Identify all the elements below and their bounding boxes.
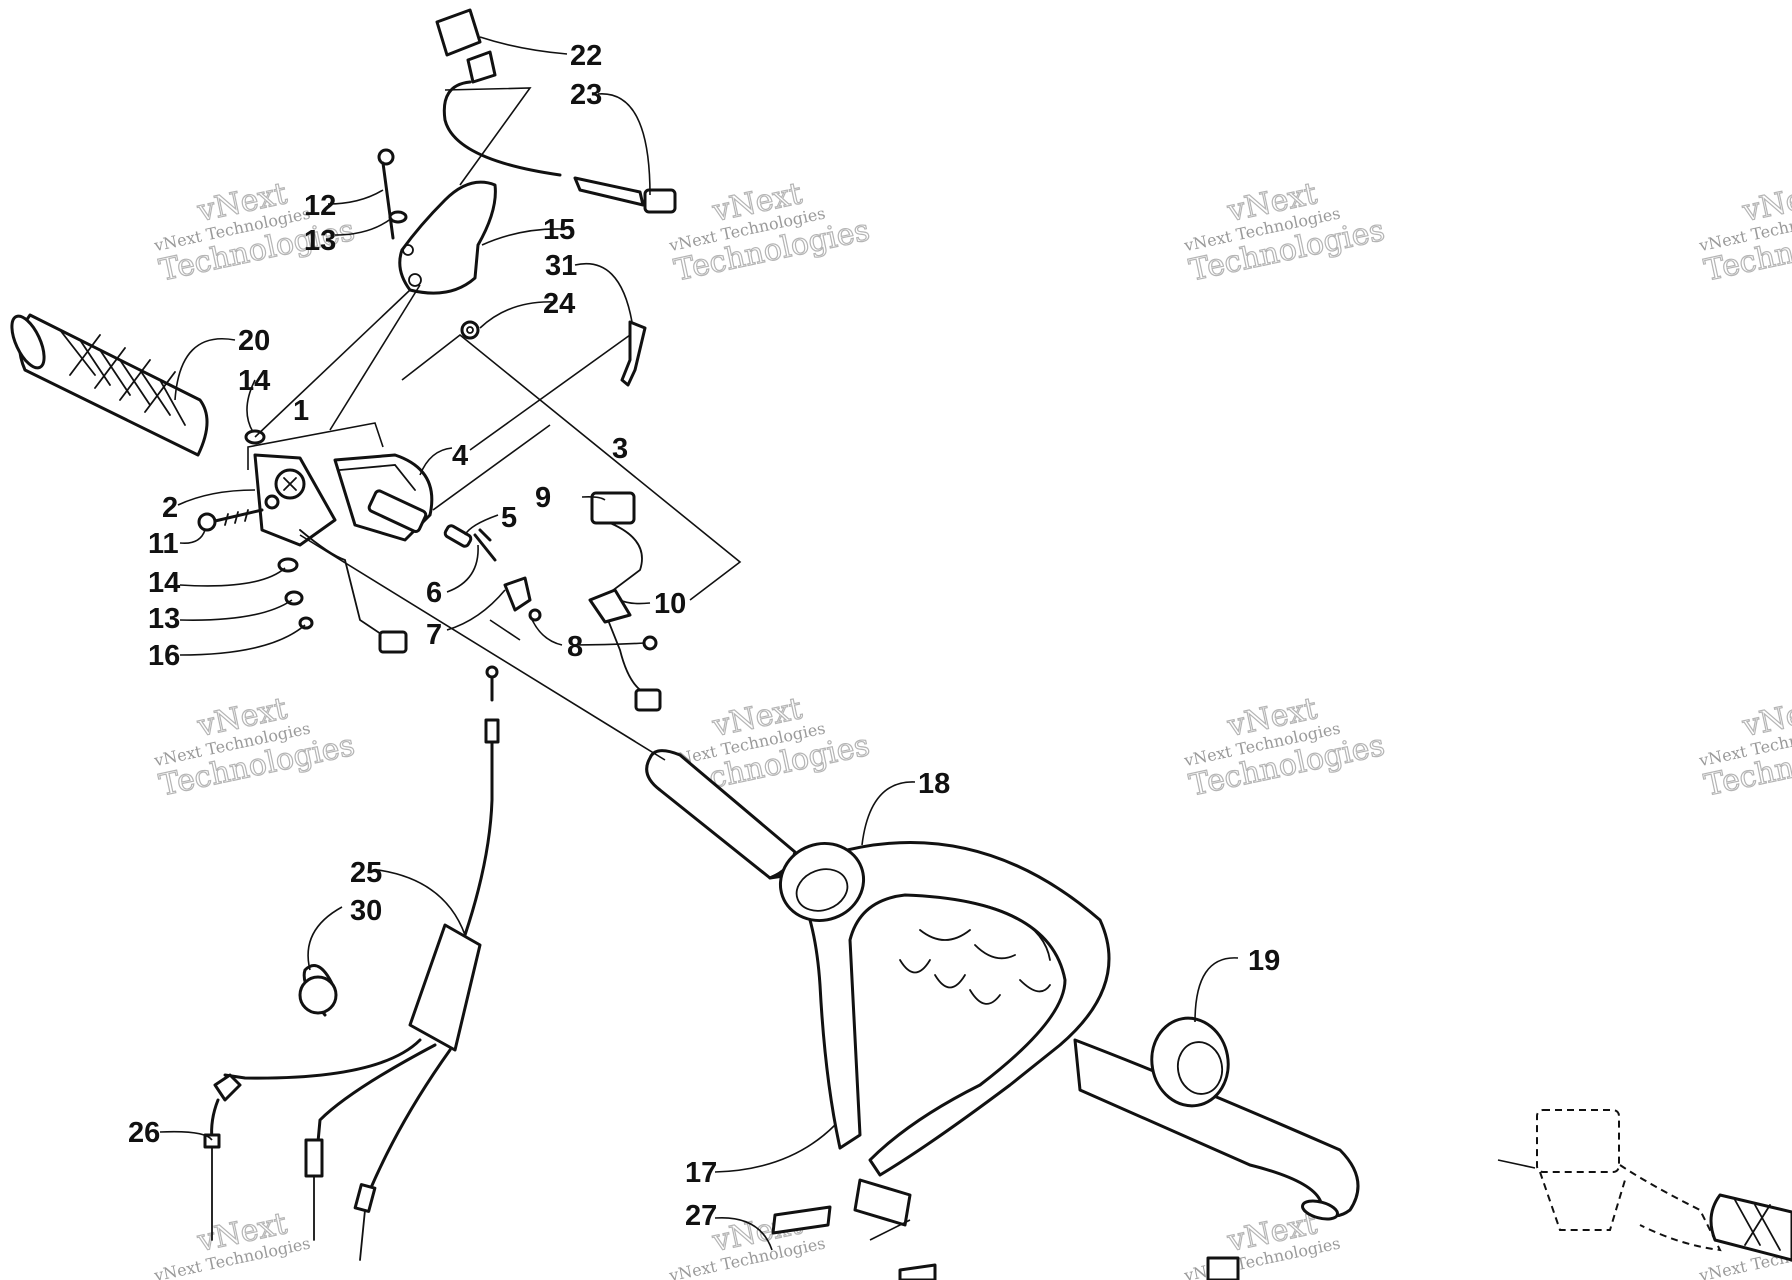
switch-assembly (588, 491, 662, 712)
right-grip (1709, 1193, 1792, 1262)
label-31: 31 (545, 250, 577, 282)
label-24: 24 (543, 288, 575, 320)
label-3: 3 (612, 433, 628, 465)
watermark-3: vNext vNext Technologies Technologies (1182, 176, 1389, 289)
label-5: 5 (501, 502, 517, 534)
cable-clamp (298, 964, 338, 1017)
label-13-lower: 13 (148, 603, 180, 635)
watermark-2: vNext vNext Technologies Technologies (667, 176, 874, 289)
washers-lower (277, 557, 314, 630)
label-1: 1 (293, 395, 309, 427)
part-labels: 1 2 3 4 5 6 7 8 9 10 11 12 13 13 14 14 1… (128, 40, 1280, 1232)
label-30: 30 (350, 895, 382, 927)
label-27: 27 (685, 1200, 717, 1232)
label-9: 9 (535, 482, 551, 514)
mounting-bolt (197, 508, 264, 532)
label-13-upper: 13 (304, 225, 336, 257)
throttle-lever (398, 180, 497, 295)
brake-master-cylinder (1536, 1109, 1722, 1252)
partial-part (1206, 1256, 1240, 1280)
heater-pad (435, 8, 677, 214)
label-17: 17 (685, 1157, 717, 1189)
bushing-right (1150, 1016, 1230, 1108)
throttle-cable (203, 665, 500, 1261)
label-2: 2 (162, 492, 178, 524)
hand-grip (10, 313, 209, 457)
handlebar (645, 749, 1360, 1227)
label-14-upper: 14 (238, 365, 270, 397)
label-25: 25 (350, 857, 382, 889)
lever-nut (460, 320, 480, 340)
label-4: 4 (452, 440, 468, 472)
label-11: 11 (148, 528, 179, 560)
label-19: 19 (1248, 945, 1280, 977)
label-18: 18 (918, 768, 950, 800)
watermark-5: vNext vNext Technologies Technologies (152, 691, 359, 804)
label-20: 20 (238, 325, 270, 357)
watermark-4: vNext vNext Technologies Technologies (1697, 176, 1792, 289)
switch-housing (333, 453, 434, 542)
watermark-7: vNext vNext Technologies Technologies (1182, 691, 1389, 804)
label-22: 22 (570, 40, 602, 72)
label-15: 15 (543, 214, 575, 246)
label-16: 16 (148, 640, 180, 672)
label-6: 6 (426, 577, 442, 609)
watermark-8: vNext vNext Technologies Technologies (1697, 691, 1792, 804)
watermark-9: vNext vNext Technologies (152, 1206, 312, 1280)
label-26: 26 (128, 1117, 160, 1149)
label-12: 12 (304, 190, 336, 222)
small-parts (443, 524, 658, 651)
label-8: 8 (567, 631, 583, 663)
label-14-lower: 14 (148, 567, 180, 599)
label-23: 23 (570, 79, 602, 111)
bushing-left (778, 842, 866, 922)
small-bracket (620, 320, 647, 387)
throttle-housing (253, 453, 408, 654)
label-7: 7 (426, 619, 442, 651)
leader-lines (159, 36, 1239, 1251)
label-10: 10 (654, 588, 686, 620)
group-lines (247, 87, 1536, 1241)
pivot-pin (377, 148, 408, 240)
handlebar-pad (771, 1205, 937, 1280)
